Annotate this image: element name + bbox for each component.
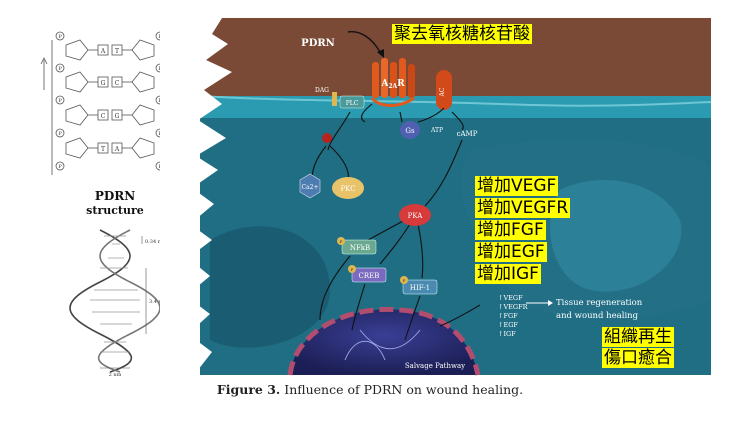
structure-subtitle: structure: [86, 204, 144, 217]
hif1-label: HIF-1: [410, 284, 430, 292]
annotation-result-line-1: 組織再生: [602, 327, 674, 347]
creb-label: CREB: [359, 272, 380, 280]
phosphate-label: P: [58, 164, 62, 170]
annotation-increase-vegf: 增加VEGF: [475, 176, 559, 196]
outcome-line-1: Tissue regeneration: [556, 298, 643, 308]
calcium-ion: [299, 173, 321, 199]
plc-box: [339, 95, 365, 109]
gf-arrow: [439, 304, 481, 327]
outcome-line-2: and wound healing: [556, 311, 639, 321]
figure-caption: Figure 3. Influence of PDRN on wound hea…: [0, 382, 740, 397]
dna-ladder-diagram: [40, 31, 180, 175]
gs-protein: [400, 121, 420, 139]
receptor-label: A2AR: [380, 79, 405, 90]
annotation-increase-igf: 增加IGF: [475, 264, 541, 284]
pair-t: T: [115, 48, 119, 55]
dna-rung-3: [65, 104, 155, 126]
calcium-label: Ca2+: [301, 184, 318, 191]
base-t: T: [101, 146, 105, 153]
gs-label: Gs: [405, 127, 415, 135]
phospho-icon: [348, 265, 356, 273]
gf-vegfr: ↑VEGFR: [498, 303, 529, 311]
gf-fgf: ↑FGF: [498, 312, 518, 320]
pair-c: C: [115, 80, 120, 87]
annotation-increase-vegfr: 增加VEGFR: [475, 198, 571, 218]
gf-igf: ↑IGF: [498, 330, 516, 338]
nucleus: [287, 306, 481, 376]
phosphate-label: P: [58, 34, 62, 40]
phosphate-label: P: [58, 131, 62, 137]
gf-egf: ↑EGF: [498, 321, 518, 329]
phosphate-label: P: [58, 66, 62, 72]
arrow-head-icon: [548, 300, 553, 306]
svg-text:P: P: [340, 239, 343, 244]
svg-text:P: P: [351, 267, 354, 272]
dna-rung-4: [65, 137, 155, 159]
annotation-increase-fgf: 增加FGF: [475, 220, 546, 240]
gf-vegf: ↑VEGF: [498, 294, 523, 302]
helix-dim-rise: 0.34 nm: [145, 239, 166, 245]
dna-rung-2: [65, 71, 155, 93]
pdrn-arrow: [347, 31, 381, 53]
base-a: A: [100, 48, 106, 55]
plc-label: PLC: [346, 100, 359, 107]
camp-label: cAMP: [457, 130, 478, 138]
phosphate-label: P: [58, 98, 62, 104]
pair-a: A: [114, 146, 120, 153]
helix-dim-width: 2 nm: [109, 372, 122, 378]
creb-factor: [351, 267, 387, 283]
salvage-pathway-label: Salvage Pathway: [405, 362, 465, 370]
hif1-factor: [402, 279, 438, 295]
double-helix-diagram: [69, 229, 161, 373]
cell-panel: [160, 18, 712, 375]
pkc-label: PKC: [340, 185, 355, 193]
dna-rung-1: [65, 39, 155, 61]
pdrn-label: PDRN: [301, 38, 335, 49]
growth-factor-list: ↑VEGF ↑VEGFR ↑FGF ↑EGF ↑IGF: [498, 294, 529, 338]
arrow-head-icon: [377, 49, 384, 58]
dag-marker: [332, 92, 337, 106]
dag-label: DAG: [315, 87, 329, 94]
annotation-result-line-2: 傷口癒合: [602, 348, 674, 368]
pka-label: PKA: [408, 212, 424, 220]
adenylyl-cyclase: [436, 70, 452, 110]
caption-text: Influence of PDRN on wound healing.: [280, 382, 524, 397]
atp-label: ATP: [430, 127, 443, 134]
annotation-title-cn: 聚去氧核糖核苷酸: [392, 24, 532, 44]
nfkb-label: NFkB: [350, 244, 370, 252]
pkc-enzyme: [332, 177, 364, 199]
pka-enzyme: [399, 204, 431, 226]
structure-title: PDRN: [95, 189, 135, 203]
caption-label: Figure 3.: [216, 382, 281, 397]
pair-g: G: [115, 113, 120, 120]
ip3-marker: [322, 133, 332, 143]
helix-dim-pitch: 3.4 nm: [149, 299, 167, 305]
base-g: G: [101, 80, 106, 87]
phospho-icon: [400, 276, 408, 284]
nfkb-factor: [341, 239, 377, 255]
ac-label: AC: [439, 87, 446, 97]
svg-text:P: P: [403, 278, 406, 283]
base-c: C: [101, 113, 106, 120]
annotation-increase-egf: 增加EGF: [475, 242, 547, 262]
a2a-receptor: [370, 58, 415, 107]
phospho-icon: [337, 237, 345, 245]
